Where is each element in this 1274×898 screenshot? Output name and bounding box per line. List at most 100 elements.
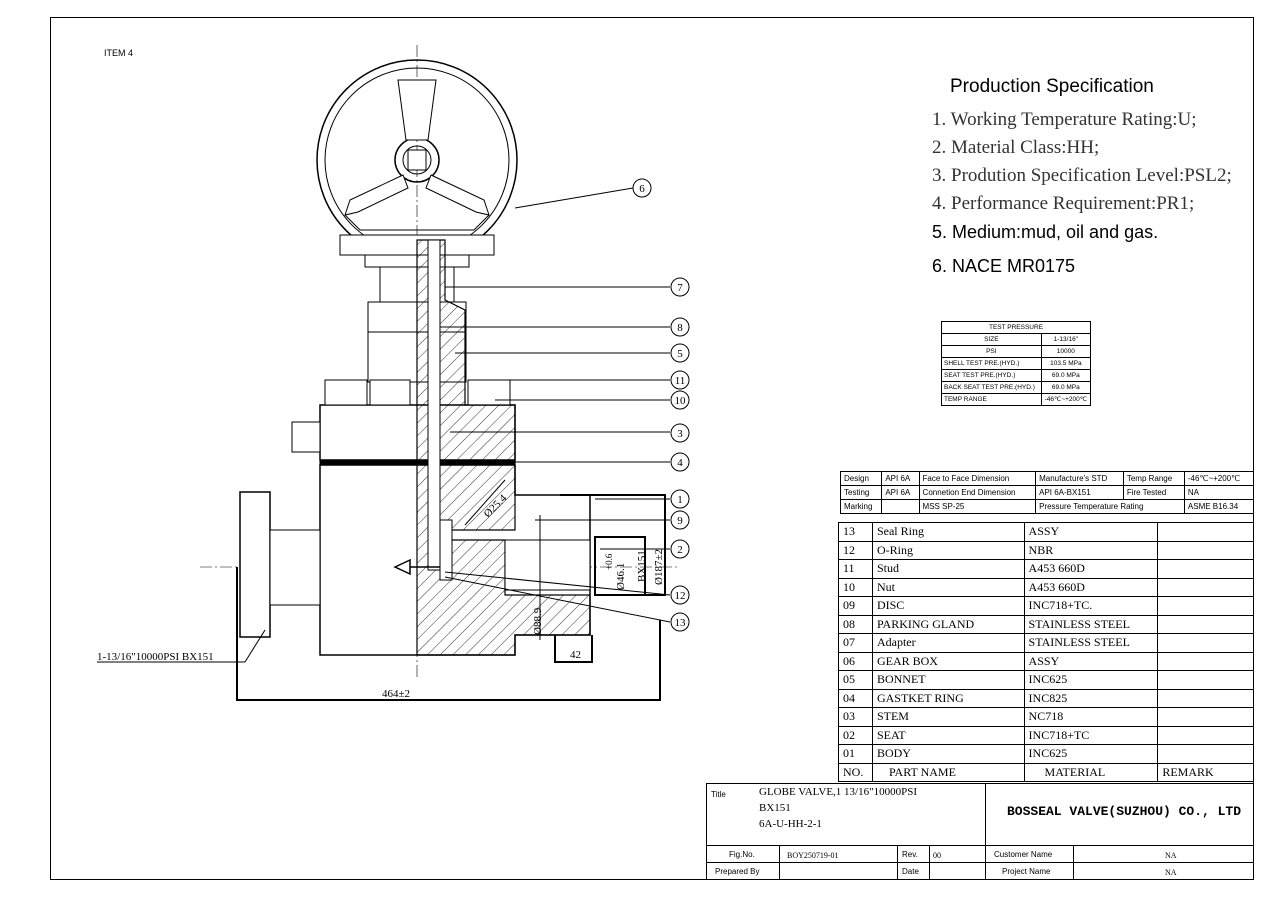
dt-cell: Face to Face Dimension [918, 471, 1037, 486]
dt-cell: Pressure Temperature Rating [1035, 499, 1185, 514]
bom-cell: 09 [838, 596, 873, 616]
title-label: Title [711, 790, 726, 799]
bom-cell: A453 660D [1023, 559, 1159, 579]
callout-number: 6 [639, 183, 645, 195]
dt-cell [881, 499, 920, 514]
bom-cell [1157, 614, 1254, 634]
callout-circle [670, 343, 690, 363]
bom-cell: Seal Ring [871, 522, 1025, 542]
callout-number: 10 [675, 395, 687, 407]
callout-circle [670, 277, 690, 297]
bom-cell: 13 [838, 522, 873, 542]
rev-label: Rev. [902, 850, 918, 859]
customer-value: NA [1165, 851, 1177, 860]
callout-number: 5 [677, 348, 683, 360]
connection-label: 1-13/16"10000PSI BX151 [97, 651, 214, 663]
bom-cell: INC825 [1023, 688, 1159, 708]
dt-cell: API 6A [881, 471, 920, 486]
project-label: Project Name [1002, 867, 1051, 876]
bom-cell: 04 [838, 688, 873, 708]
rev-value: 00 [933, 851, 941, 860]
tp-cell: 1-13/16" [1040, 333, 1092, 346]
project-value: NA [1165, 868, 1177, 877]
drawing-frame [50, 17, 1254, 880]
bom-cell [1157, 651, 1254, 671]
title-line-1: GLOBE VALVE,1 13/16"10000PSI [759, 786, 918, 798]
bom-cell: STAINLESS STEEL [1023, 633, 1159, 653]
bom-cell: STEM [871, 707, 1025, 727]
callout-number: 13 [675, 617, 687, 629]
bom-cell: DISC [871, 596, 1025, 616]
dt-cell: MSS SP-25 [918, 499, 1037, 514]
bom-cell: ASSY [1023, 522, 1159, 542]
od-dim: Ø187±2 [653, 549, 665, 585]
spec-item: 5. Medium:mud, oil and gas. [932, 222, 1159, 242]
bom-cell: ASSY [1023, 651, 1159, 671]
fig-value: BOY250719-01 [787, 851, 839, 860]
bom-cell [1157, 707, 1254, 727]
callout-circle [632, 178, 652, 198]
callout-number: 8 [677, 322, 683, 334]
title-block: Title GLOBE VALVE,1 13/16"10000PSI BX151… [706, 783, 1254, 880]
bom-cell: NC718 [1023, 707, 1159, 727]
bom-cell [1157, 670, 1254, 690]
date-label: Date [902, 867, 919, 876]
tp-cell: 10000 [1040, 345, 1092, 358]
dt-cell: -46℃~+200℃ [1183, 471, 1255, 486]
bom-cell: A453 660D [1023, 577, 1159, 597]
company-name: BOSSEAL VALVE(SUZHOU) CO., LTD [1007, 804, 1242, 819]
tp-cell: PSI [941, 345, 1042, 358]
bom-cell: INC718+TC [1023, 725, 1159, 745]
bom-cell: O-Ring [871, 540, 1025, 560]
bom-cell [1157, 725, 1254, 745]
bom-cell: 10 [838, 577, 873, 597]
bom-cell: 05 [838, 670, 873, 690]
callout-number: 7 [677, 282, 683, 294]
tp-cell: 69.0 MPa [1040, 369, 1092, 382]
bom-cell [1157, 688, 1254, 708]
spec-item: 2. Material Class:HH; [932, 137, 1100, 158]
callout-circle [670, 510, 690, 530]
prepared-label: Prepared By [715, 867, 760, 876]
bom-cell: GASTKET RING [871, 688, 1025, 708]
bom-cell: INC625 [1023, 670, 1159, 690]
bom-cell: Nut [871, 577, 1025, 597]
bom-cell [1157, 744, 1254, 764]
bom-cell [1157, 559, 1254, 579]
bom-cell: 03 [838, 707, 873, 727]
callout-circle [670, 423, 690, 443]
spec-item: 3. Prodution Specification Level:PSL2; [932, 165, 1232, 186]
tp-cell: 103.5 MPa [1040, 357, 1092, 370]
callout-circle [670, 585, 690, 605]
bom-cell [1157, 596, 1254, 616]
dt-cell: Testing [839, 485, 883, 500]
bom-cell: INC625 [1023, 744, 1159, 764]
tp-cell: TEMP RANGE [941, 393, 1042, 406]
bom-cell [1157, 577, 1254, 597]
callout-circle [670, 390, 690, 410]
tp-cell: BACK SEAT TEST PRE.(HYD.) [941, 381, 1042, 394]
spec-title: Production Specification [950, 76, 1154, 97]
callout-circle [670, 612, 690, 632]
body-dia: Ø88.9 [532, 607, 544, 635]
bom-cell: 01 [838, 744, 873, 764]
tp-cell: 69.0 MPa [1040, 381, 1092, 394]
dt-cell: NA [1183, 485, 1255, 500]
ring-groove: BX151 [636, 550, 648, 582]
callout-circle [670, 539, 690, 559]
bom-cell: 06 [838, 651, 873, 671]
spec-item: 6. NACE MR0175 [932, 256, 1076, 276]
bom-cell: INC718+TC. [1023, 596, 1159, 616]
bore-dim: Ø46.1 [615, 563, 627, 590]
callout-number: 9 [677, 515, 683, 527]
